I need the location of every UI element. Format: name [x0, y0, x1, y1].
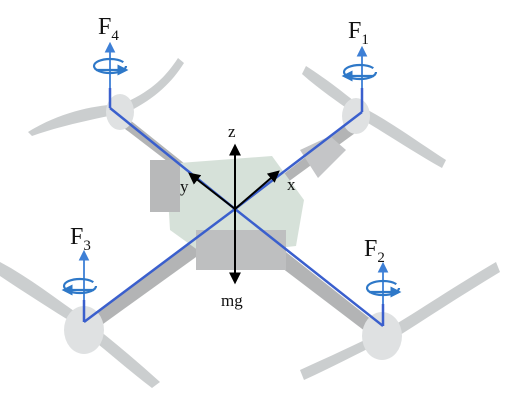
- motor-rear-left: [64, 306, 104, 354]
- force-label-2: F2: [364, 236, 385, 266]
- x-axis-label: x: [287, 175, 296, 194]
- force-label-4: F4: [98, 14, 119, 44]
- rotation-arrow-2-icon: [365, 279, 402, 298]
- rotation-arrow-1-icon: [341, 63, 378, 82]
- y-axis-arrow: [188, 172, 236, 210]
- gravity-label: mg: [221, 291, 243, 310]
- x-axis-arrow: [234, 170, 280, 210]
- rotation-arrow-4-icon: [92, 57, 129, 76]
- propeller-front-right: [302, 66, 446, 168]
- body-axes: [188, 143, 280, 285]
- force-label-1: F1: [348, 18, 369, 48]
- force-label-3: F3: [70, 224, 91, 254]
- frame-arm-3: [83, 207, 236, 324]
- rotation-arrow-3-icon: [61, 277, 98, 296]
- y-axis-label: y: [180, 177, 189, 196]
- z-axis-label: z: [228, 122, 236, 141]
- rotation-indicators: [61, 57, 402, 298]
- drone-body: [0, 58, 500, 388]
- battery-pack: [150, 160, 180, 212]
- frame-arm-1: [234, 111, 363, 210]
- frame-arm-2: [234, 208, 384, 327]
- motor-rear-right: [362, 312, 402, 360]
- propeller-front-left: [28, 58, 184, 136]
